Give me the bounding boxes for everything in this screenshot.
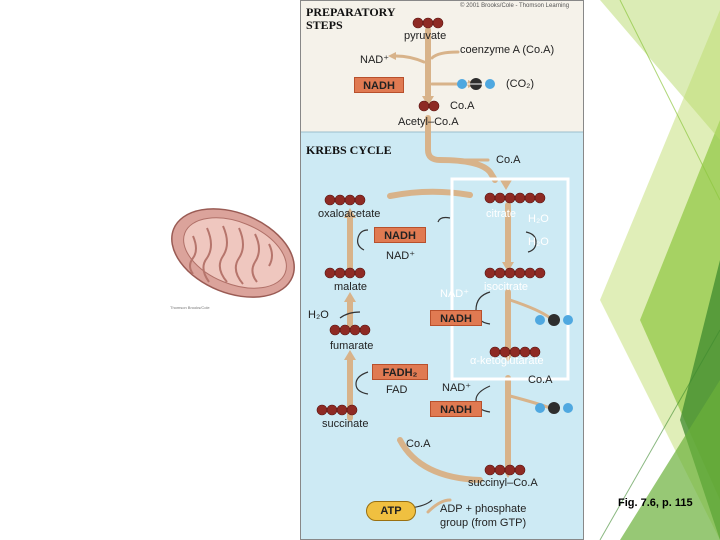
water-label-2: H₂O (528, 236, 549, 248)
nad-arrow (394, 54, 426, 64)
co2-molecule-akg (535, 402, 573, 414)
figure-caption: Fig. 7.6, p. 115 (618, 497, 693, 509)
water-label-1: H₂O (528, 213, 549, 225)
hook-citrate-water (437, 216, 451, 223)
coa-release-label: Co.A (528, 374, 553, 386)
isocitrate-label: isocitrate (484, 281, 529, 293)
hook-nadh-1 (357, 229, 369, 251)
succinyl-coa-label: succinyl–Co.A (468, 477, 538, 489)
hook-nadh-3 (475, 385, 491, 413)
acetyl-coa-label: Acetyl–Co.A (398, 116, 459, 128)
nad-plus-label-2: NAD⁺ (440, 288, 470, 300)
nadh-box-3: NADH (430, 401, 482, 417)
coa-label-prep: Co.A (450, 100, 475, 112)
succinyl-to-succinate-arrow (397, 437, 483, 483)
hook-water-3 (339, 311, 361, 319)
co2-label-prep: (CO₂) (506, 78, 535, 90)
coenzyme-a-label: coenzyme A (Co.A) (460, 44, 555, 56)
atp-arrow (426, 498, 452, 514)
small-credit: Thomson Brooks/Cole (170, 305, 210, 310)
fumarate-label: fumarate (330, 340, 374, 352)
mitochondrion-illustration (171, 208, 295, 298)
nad-plus-label-3: NAD⁺ (442, 382, 472, 394)
highlight-frame (450, 177, 570, 381)
fadh2-box: FADH₂ (372, 364, 428, 380)
acetyl-to-krebs-arrow (425, 115, 498, 183)
succinate-label: succinate (322, 418, 369, 430)
coa-entry-label: Co.A (496, 154, 521, 166)
krebs-cycle-diagram: © 2001 Brooks/Cole - Thomson Learning PR… (300, 0, 584, 540)
isocitrate-co2-arrow (508, 298, 552, 320)
copyright-text: © 2001 Brooks/Cole - Thomson Learning (460, 3, 570, 9)
water-label-3: H₂O (308, 309, 329, 321)
nad-plus-label-prep: NAD⁺ (360, 54, 390, 66)
krebs-heading: KREBS CYCLE (306, 143, 392, 157)
preparatory-heading: PREPARATORY STEPS (306, 5, 396, 32)
co2-molecule-prep (457, 78, 495, 90)
nadh-box-2: NADH (430, 310, 482, 326)
pyruvate-label: pyruvate (404, 30, 447, 42)
oxaloacetate-to-citrate-arrow (387, 188, 473, 199)
fad-label: FAD (386, 384, 408, 396)
atp-badge: ATP (366, 501, 416, 521)
hook-water-2 (525, 231, 537, 253)
alpha-ketoglutarate-label: α-ketoglutarate (470, 355, 544, 367)
coa-mid-label: Co.A (406, 438, 431, 450)
nadh-box-prep: NADH (354, 77, 404, 93)
diagram-graphics (300, 0, 584, 540)
oxaloacetate-label: oxaloacetate (318, 208, 381, 220)
coa-in-arrow (430, 50, 460, 60)
malate-label: malate (334, 281, 368, 293)
adp-phosphate-label: ADP + phosphate group (from GTP) (440, 503, 527, 529)
co2-molecule-isocitrate (535, 314, 573, 326)
hook-fadh2 (355, 371, 369, 395)
nadh-box-1: NADH (374, 227, 426, 243)
nad-plus-label-1: NAD⁺ (386, 250, 416, 262)
citrate-label: citrate (486, 208, 516, 220)
